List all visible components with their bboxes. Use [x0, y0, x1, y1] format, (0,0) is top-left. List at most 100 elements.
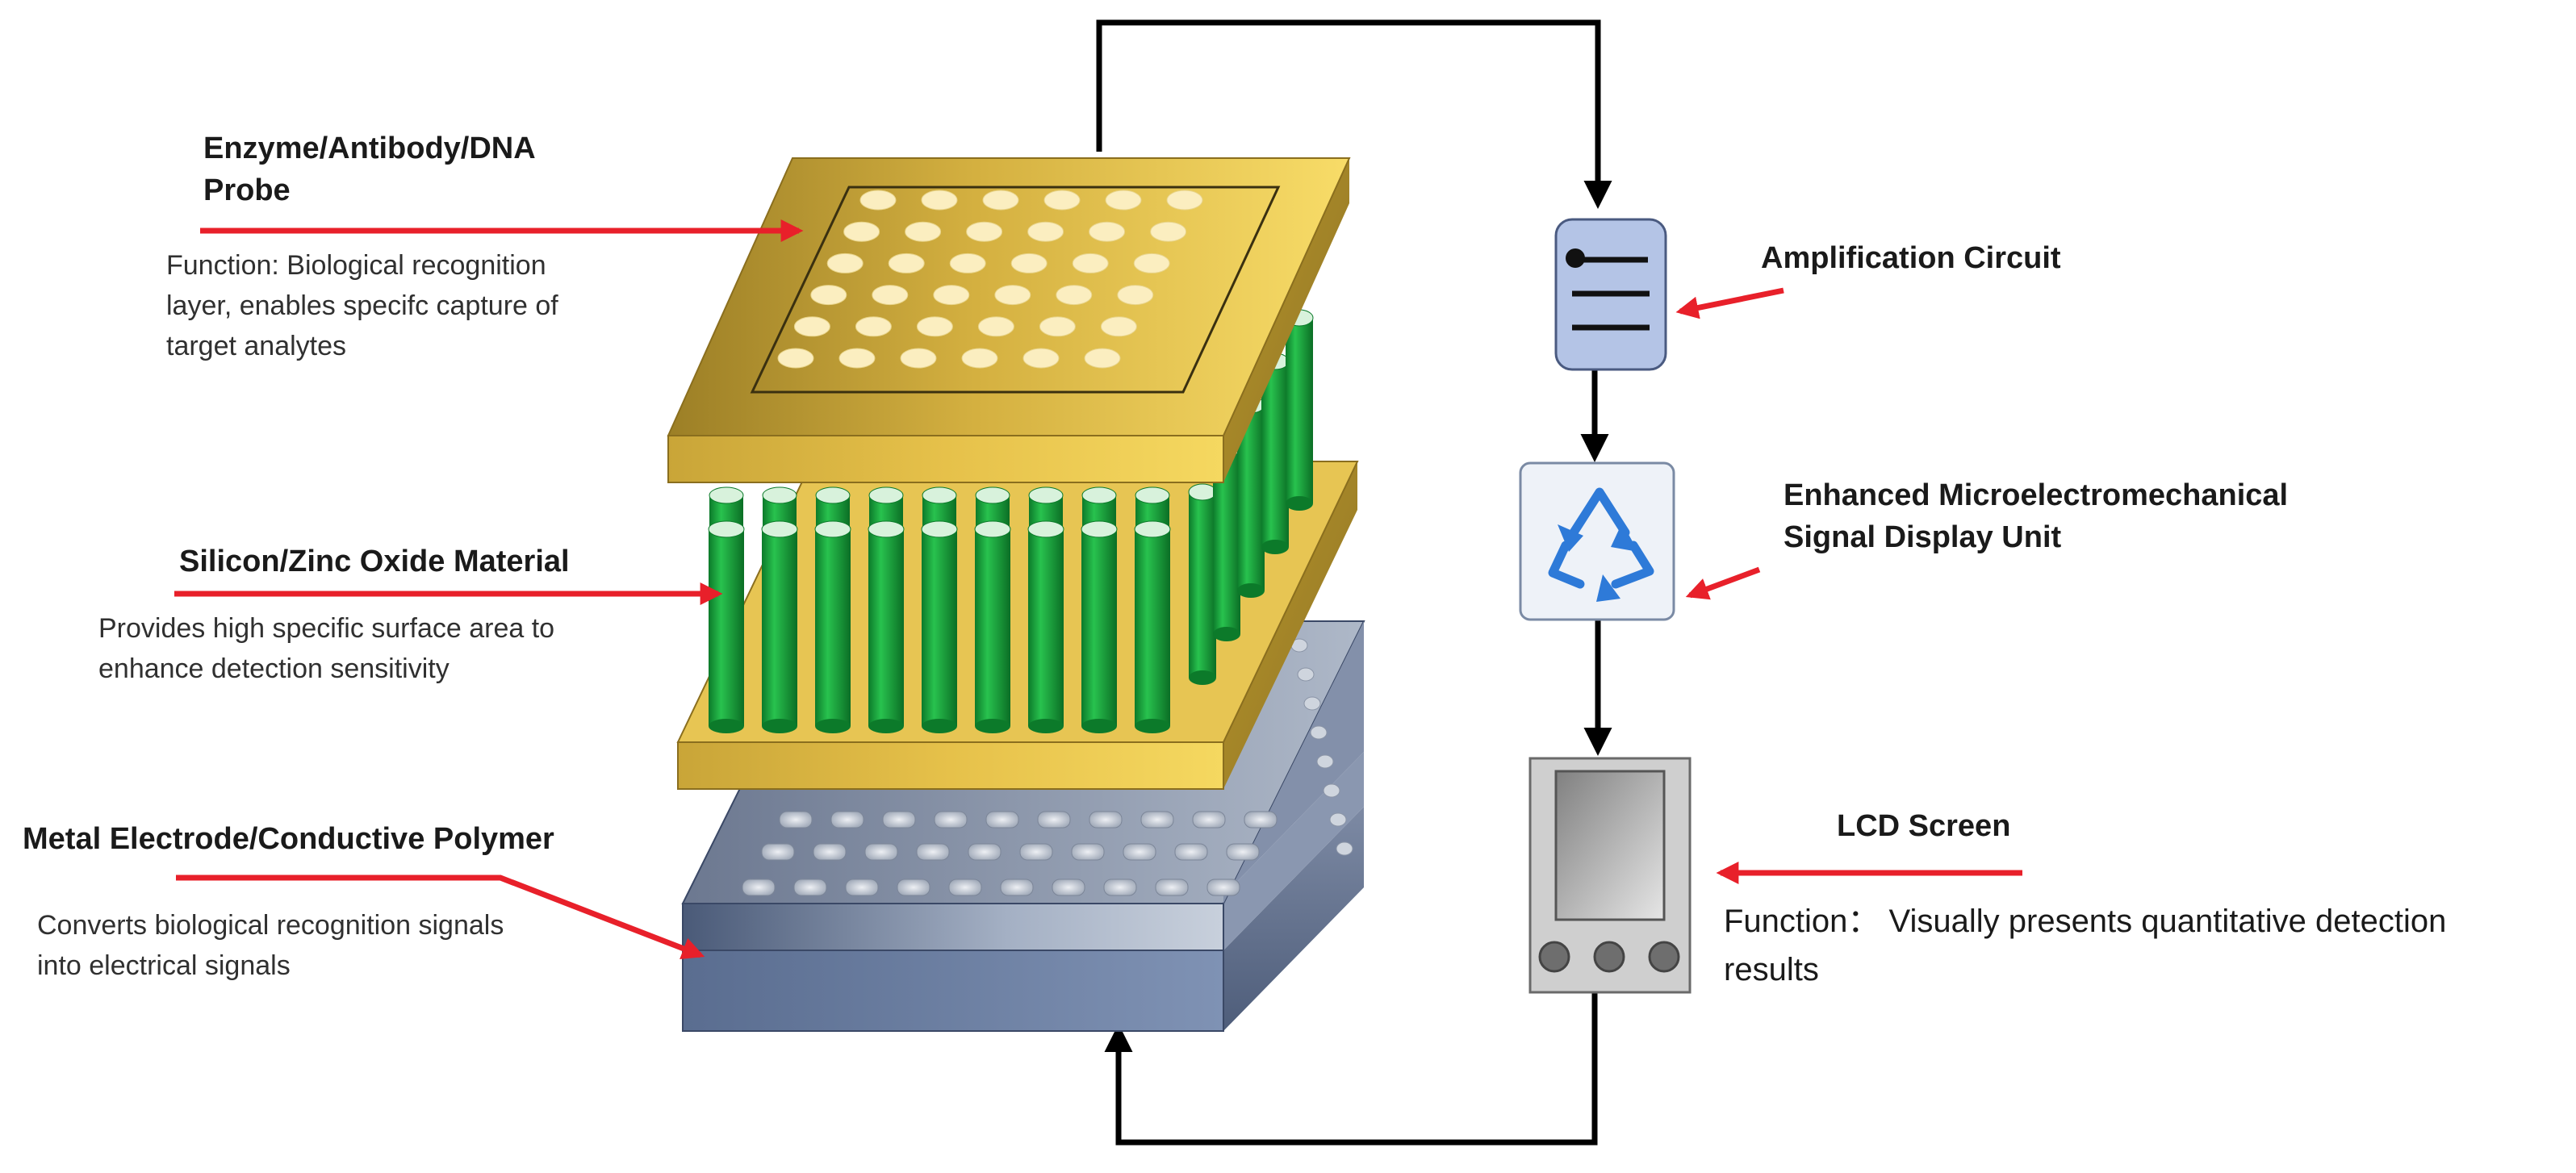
- electrode-pad: [882, 811, 916, 829]
- electrode-layer-title: Metal Electrode/Conductive Polymer: [23, 818, 554, 860]
- desc-line: into electrical signals: [37, 950, 291, 981]
- electrode-pad: [985, 811, 1019, 829]
- electrode-pad: [916, 843, 950, 861]
- title-line: Enzyme/Antibody/DNA: [203, 131, 536, 165]
- lcd-screen-title: LCD Screen: [1837, 805, 2010, 847]
- nanopillar: [1081, 520, 1118, 733]
- probe-well: [826, 253, 864, 273]
- lcd-screen-description: Function： Visually presents quantitative…: [1724, 897, 2446, 994]
- title-line: LCD Screen: [1837, 809, 2011, 843]
- electrode-pad: [793, 879, 827, 896]
- probe-well: [1027, 221, 1064, 242]
- electrode-pad: [1037, 811, 1071, 829]
- probe-well: [961, 348, 998, 369]
- title-line: Probe: [203, 173, 291, 207]
- electrode-pad: [897, 879, 930, 896]
- circuit-connector: [1096, 19, 1612, 1146]
- probe-well: [1043, 190, 1081, 211]
- nanopillar: [974, 520, 1011, 733]
- electrode-pad: [1174, 843, 1208, 861]
- electrode-pad: [1052, 879, 1085, 896]
- electrode-pad: [1019, 843, 1053, 861]
- probe-well: [1022, 348, 1060, 369]
- electrode-pad: [1244, 811, 1278, 829]
- probe-well: [916, 316, 953, 337]
- electrode-layer-description: Converts biological recognition signals …: [37, 905, 504, 986]
- probe-well: [1010, 253, 1048, 273]
- electrode-pad: [1140, 811, 1174, 829]
- desc-line: Function： Visually presents quantitative…: [1724, 904, 2447, 939]
- desc-line: layer, enables specifc capture of: [166, 290, 558, 321]
- nanopillar: [1027, 520, 1064, 733]
- probe-well: [921, 190, 958, 211]
- probe-layer-description: Function: Biological recognition layer, …: [166, 245, 558, 366]
- desc-line: Provides high specific surface area to: [98, 613, 555, 644]
- display-unit-title: Enhanced Microelectromechanical Signal D…: [1784, 474, 2288, 558]
- probe-well: [1056, 285, 1093, 306]
- probe-well: [1072, 253, 1109, 273]
- electrode-pad: [1000, 879, 1034, 896]
- nanopillar: [708, 520, 745, 733]
- annotation-arrow: [1675, 287, 1784, 319]
- amplifier-icon: [1554, 218, 1667, 371]
- probe-well: [905, 221, 942, 242]
- electrode-pad: [761, 843, 795, 861]
- electrode-pad: [845, 879, 879, 896]
- probe-well: [1039, 316, 1076, 337]
- electrode-pad: [1071, 843, 1105, 861]
- probe-well: [810, 285, 847, 306]
- recycle-arrows-icon: [1519, 461, 1675, 621]
- probe-well: [1133, 253, 1170, 273]
- probe-well: [1117, 285, 1154, 306]
- nanopillar: [921, 520, 958, 733]
- desc-line: Converts biological recognition signals: [37, 910, 504, 941]
- probe-well: [982, 190, 1019, 211]
- probe-well: [872, 285, 909, 306]
- annotation-arrow: [176, 875, 705, 959]
- title-line: Enhanced Microelectromechanical: [1784, 478, 2289, 512]
- nanopillar: [761, 520, 798, 733]
- title-line: Silicon/Zinc Oxide Material: [179, 545, 570, 578]
- electrode-pad: [1323, 783, 1340, 798]
- title-line: Metal Electrode/Conductive Polymer: [23, 822, 554, 856]
- amplification-circuit-title: Amplification Circuit: [1761, 237, 2061, 279]
- probe-well: [855, 316, 892, 337]
- probe-well: [933, 285, 970, 306]
- probe-layer-title: Enzyme/Antibody/DNA Probe: [203, 127, 536, 211]
- electrode-pad: [1310, 725, 1328, 740]
- electrode-pad: [1329, 812, 1347, 827]
- electrode-pad: [1336, 841, 1353, 856]
- nanopillar: [1285, 309, 1314, 511]
- probe-well: [994, 285, 1031, 306]
- lcd-device-icon: [1528, 757, 1692, 994]
- nanopillar: [1134, 520, 1171, 733]
- electrode-pad: [1303, 696, 1321, 711]
- electrode-pad: [1192, 811, 1226, 829]
- probe-plate: [667, 157, 1351, 483]
- desc-line: target analytes: [166, 331, 347, 361]
- probe-well: [900, 348, 937, 369]
- electrode-pad: [1226, 843, 1260, 861]
- desc-line: results: [1724, 952, 1819, 987]
- probe-well: [1100, 316, 1137, 337]
- title-line: Signal Display Unit: [1784, 520, 2062, 554]
- electrode-pad: [1089, 811, 1123, 829]
- annotation-arrow: [1685, 566, 1761, 600]
- probe-well: [977, 316, 1014, 337]
- probe-well: [777, 348, 814, 369]
- probe-well: [859, 190, 897, 211]
- probe-well: [1084, 348, 1121, 369]
- electrode-pad: [864, 843, 898, 861]
- electrode-pad: [813, 843, 847, 861]
- electrode-pad: [742, 879, 776, 896]
- probe-well: [843, 221, 880, 242]
- desc-line: Function: Biological recognition: [166, 250, 546, 281]
- desc-line: enhance detection sensitivity: [98, 653, 450, 684]
- electrode-pad: [948, 879, 982, 896]
- probe-well: [966, 221, 1003, 242]
- probe-well: [1150, 221, 1187, 242]
- probe-well: [888, 253, 925, 273]
- nanomaterial-layer-description: Provides high specific surface area to e…: [98, 608, 554, 689]
- probe-well: [1166, 190, 1203, 211]
